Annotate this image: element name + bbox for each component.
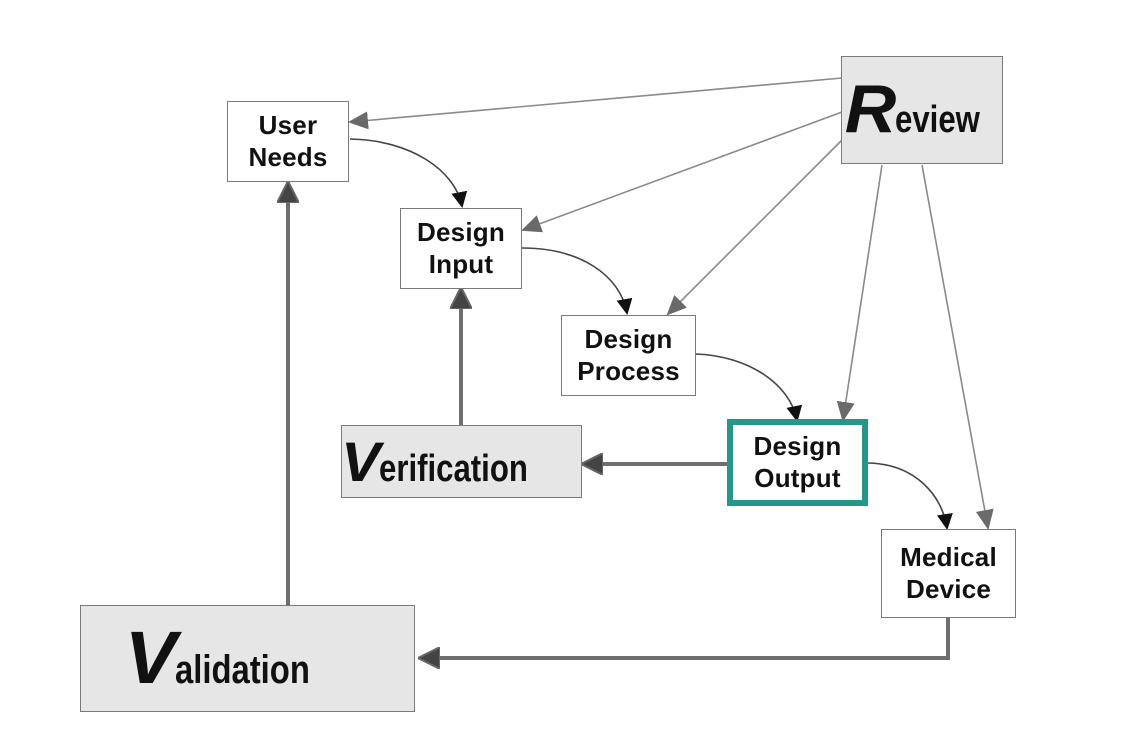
- node-design-input: Design Input: [400, 208, 522, 289]
- node-verification-initial: V: [341, 429, 381, 493]
- node-design-output: Design Output: [727, 419, 868, 506]
- node-medical-device-label: Medical Device: [900, 542, 997, 604]
- edge-design-process-design-output: [695, 353, 803, 422]
- node-medical-device: Medical Device: [881, 529, 1016, 618]
- node-design-process: Design Process: [561, 315, 696, 396]
- node-validation-initial: V: [124, 616, 177, 700]
- node-design-process-label: Design Process: [577, 324, 680, 386]
- edge-review-medical-device: [921, 164, 994, 530]
- edge-review-design-input: [521, 111, 843, 233]
- node-review-rest: eview: [894, 99, 980, 142]
- node-user-needs: User Needs: [227, 101, 349, 182]
- edge-design-input-design-process: [521, 247, 633, 315]
- node-validation-rest: alidation: [174, 648, 310, 693]
- edge-review-user-needs: [348, 77, 843, 130]
- edge-design-output-medical-device: [867, 462, 953, 530]
- edge-review-design-output: [836, 164, 883, 422]
- node-review-initial: R: [844, 71, 897, 148]
- node-design-input-label: Design Input: [417, 217, 505, 279]
- node-design-output-label: Design Output: [753, 431, 842, 493]
- node-user-needs-label: User Needs: [248, 110, 328, 172]
- edge-review-design-process: [666, 139, 843, 316]
- edge-medical-device-validation: [420, 617, 950, 658]
- edge-user-needs-design-input: [349, 138, 468, 208]
- node-verification-rest: erification: [379, 447, 529, 490]
